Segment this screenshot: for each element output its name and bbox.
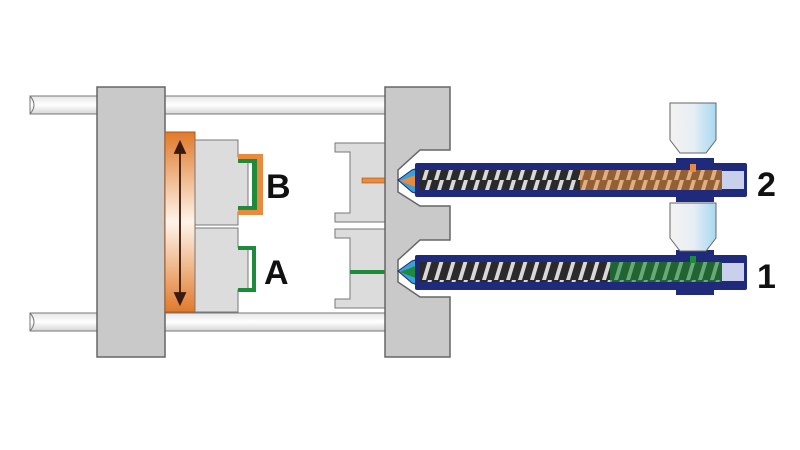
hopper-2 [669,102,717,154]
unit-label-1: 1 [757,258,776,296]
tie-bar-top [29,95,401,115]
sprue-a [350,270,398,274]
moving-platen [96,86,166,358]
injection-unit-2 [397,102,747,202]
mold-core-bottom [194,227,249,313]
rotation-arrow-icon [173,139,187,307]
cavity-label-a: A [264,254,289,292]
cavity-label-b: B [266,168,291,206]
injection-unit-1 [397,202,747,295]
hopper-1 [669,202,717,252]
unit-label-2: 2 [757,166,776,204]
tie-bar-bottom [29,312,401,332]
fixed-mold-bottom [334,228,386,309]
fixed-platen [384,86,451,358]
molded-part-b [238,154,263,215]
molded-part-a [238,246,256,292]
